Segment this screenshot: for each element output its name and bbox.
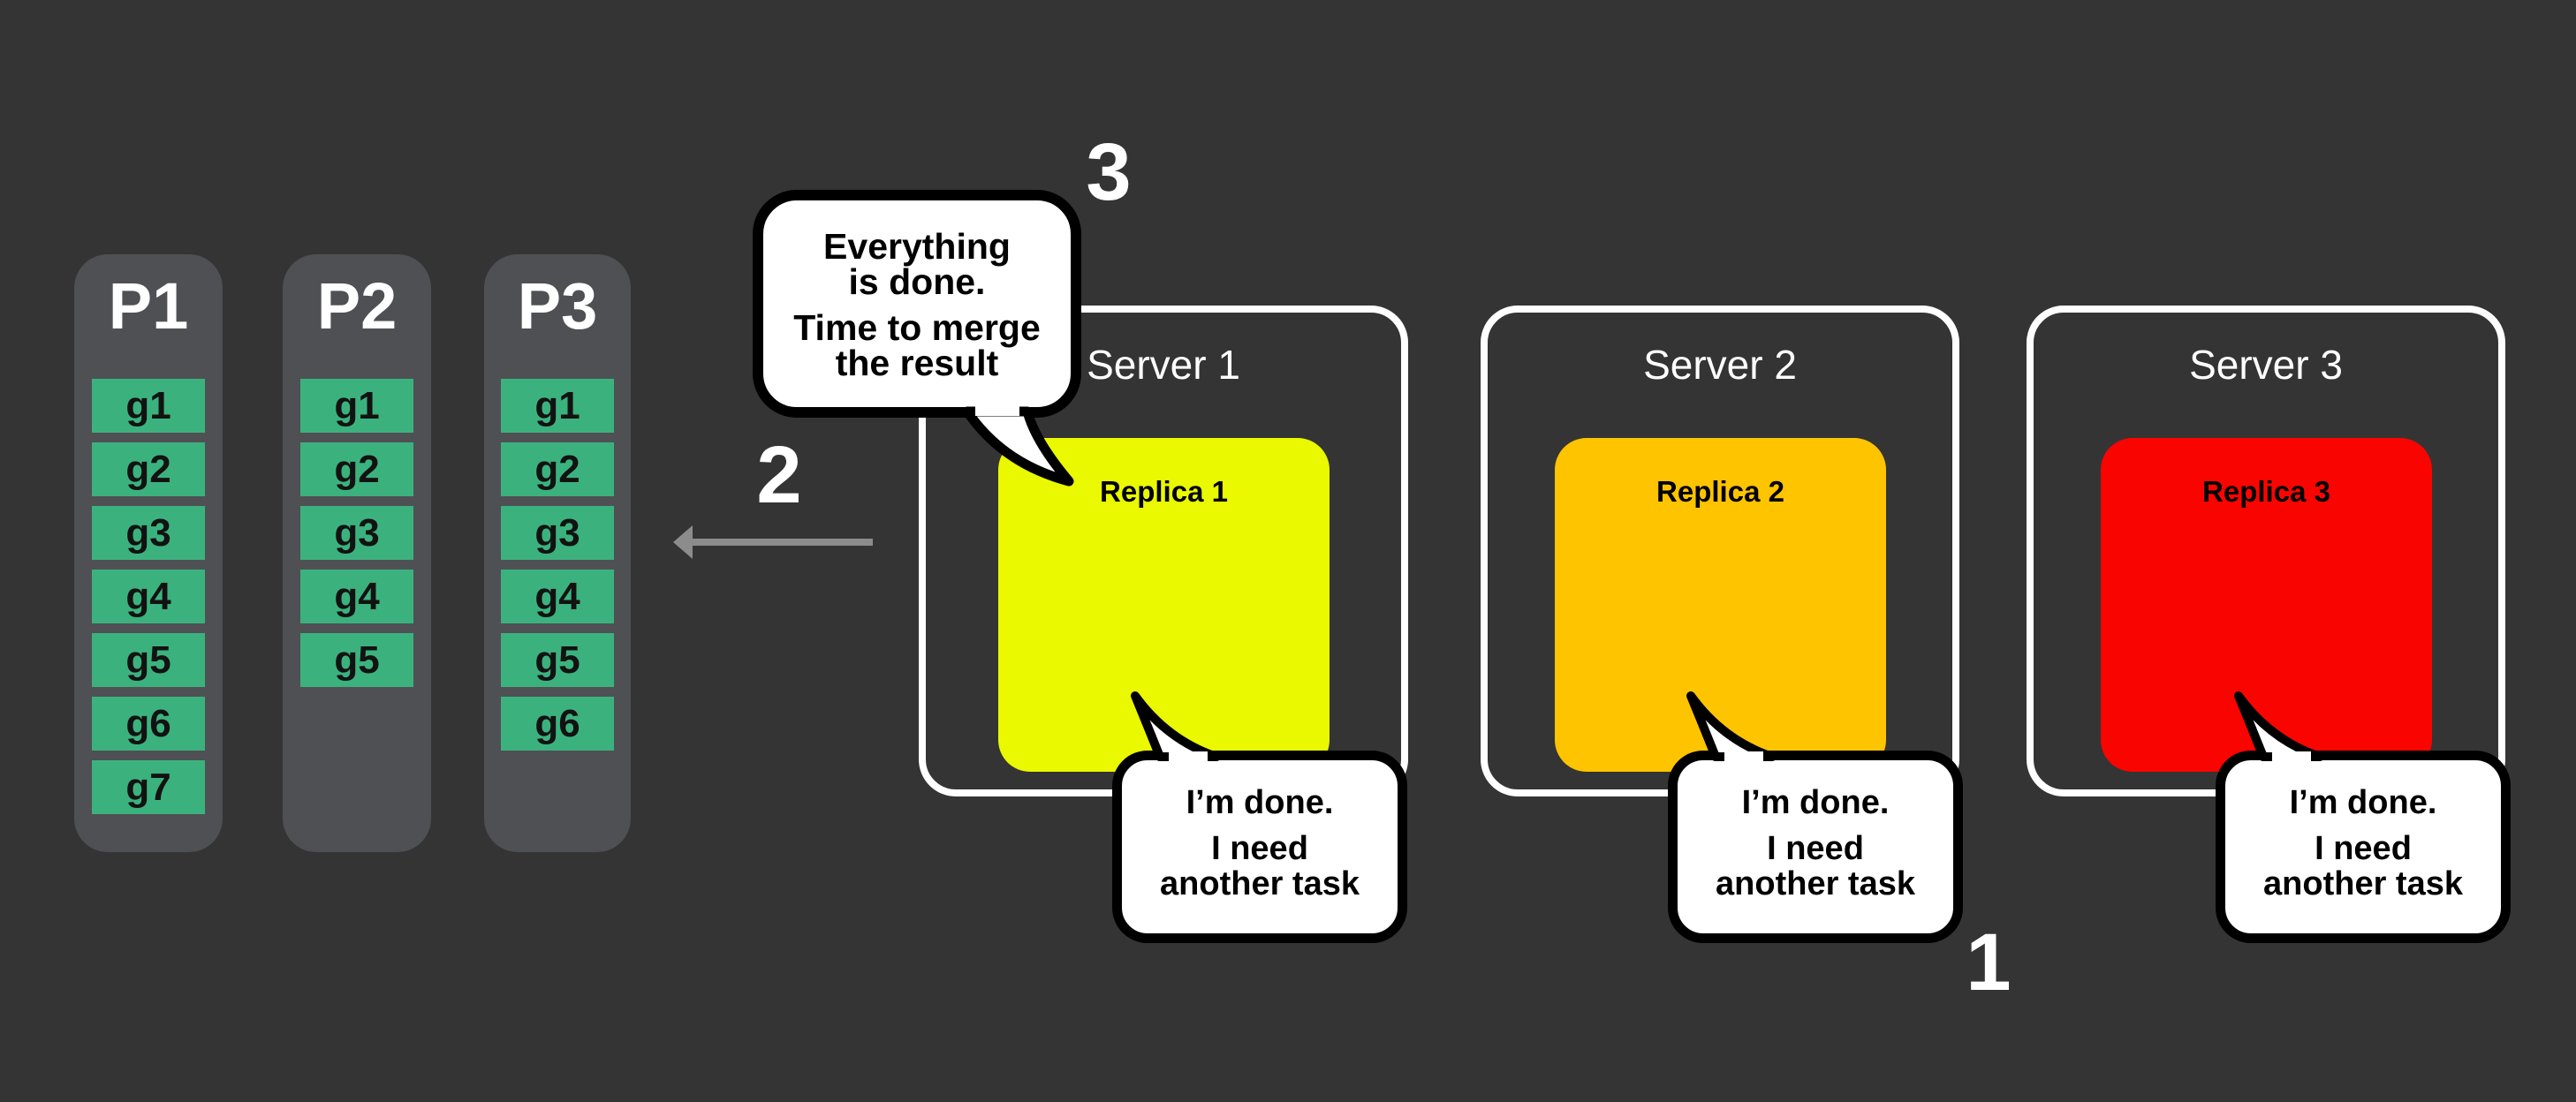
- task-chip: g1: [92, 379, 205, 433]
- task-list: g1 g2 g3 g4 g5: [283, 379, 431, 697]
- task-chip: g5: [300, 633, 413, 687]
- bubble-line: I need: [1767, 830, 1864, 867]
- server-label: Server 2: [1643, 342, 1797, 388]
- bubble-line: I’m done.: [1186, 784, 1334, 821]
- partition-label: P3: [517, 269, 598, 343]
- speech-tail-icon: [2234, 691, 2324, 761]
- task-chip: g5: [92, 633, 205, 687]
- task-chip: g5: [501, 633, 614, 687]
- task-chip: g3: [501, 506, 614, 560]
- task-chip: g1: [300, 379, 413, 433]
- partition-label: P2: [316, 269, 398, 343]
- merge-arrow-icon: [673, 525, 873, 559]
- bubble-line: Everything: [823, 226, 1011, 267]
- bubble-line: Time to merge: [793, 307, 1041, 348]
- bubble-line: another task: [1716, 865, 1915, 902]
- step-number-3: 3: [1086, 127, 1132, 217]
- replica-label: Replica 3: [2202, 475, 2330, 508]
- bubble-line: another task: [2263, 865, 2463, 902]
- task-chip: g7: [92, 760, 205, 814]
- bubble-line: the result: [835, 343, 999, 383]
- bubble-line: is done.: [848, 261, 986, 302]
- task-chip: g6: [501, 697, 614, 751]
- speech-bubble-merge: Everything is done. Time to merge the re…: [753, 190, 1081, 418]
- task-chip: g2: [501, 442, 614, 496]
- partition-label: P1: [108, 269, 189, 343]
- task-chip: g4: [300, 570, 413, 623]
- server-label: Server 1: [1087, 342, 1240, 388]
- task-chip: g3: [300, 506, 413, 560]
- task-chip: g4: [92, 570, 205, 623]
- partition-column-p2: P2 g1 g2 g3 g4 g5: [283, 254, 431, 852]
- speech-tail-icon: [1131, 691, 1221, 761]
- step-number-2: 2: [756, 430, 802, 520]
- server-label: Server 3: [2189, 342, 2343, 388]
- task-chip: g2: [92, 442, 205, 496]
- replica-box-2: Replica 2: [1555, 438, 1886, 772]
- bubble-line: I need: [2315, 830, 2412, 867]
- task-chip: g6: [92, 697, 205, 751]
- task-chip: g2: [300, 442, 413, 496]
- task-chip: g3: [92, 506, 205, 560]
- replica-box-3: Replica 3: [2101, 438, 2432, 772]
- task-list: g1 g2 g3 g4 g5 g6 g7: [74, 379, 223, 824]
- bubble-line: I’m done.: [1741, 784, 1890, 821]
- speech-bubble-done-1: I’m done. I need another task: [1112, 751, 1407, 943]
- speech-tail-seam: [975, 399, 1019, 416]
- partition-column-p1: P1 g1 g2 g3 g4 g5 g6 g7: [74, 254, 223, 852]
- speech-tail-seam: [1169, 751, 1208, 771]
- speech-tail-icon: [962, 406, 1074, 487]
- task-list: g1 g2 g3 g4 g5 g6: [484, 379, 631, 760]
- speech-bubble-done-2: I’m done. I need another task: [1668, 751, 1963, 943]
- step-number-1: 1: [1966, 917, 2012, 1008]
- bubble-line: another task: [1160, 865, 1360, 902]
- speech-tail-seam: [2272, 751, 2311, 771]
- replica-label: Replica 2: [1656, 475, 1784, 508]
- replica-box-1: Replica 1: [998, 438, 1330, 772]
- bubble-line: I’m done.: [2289, 784, 2437, 821]
- speech-tail-seam: [1724, 751, 1763, 771]
- speech-bubble-done-3: I’m done. I need another task: [2216, 751, 2511, 943]
- partition-column-p3: P3 g1 g2 g3 g4 g5 g6: [484, 254, 631, 852]
- speech-tail-icon: [1686, 691, 1777, 761]
- task-chip: g4: [501, 570, 614, 623]
- task-chip: g1: [501, 379, 614, 433]
- replica-label: Replica 1: [1100, 475, 1228, 508]
- bubble-line: I need: [1211, 830, 1308, 867]
